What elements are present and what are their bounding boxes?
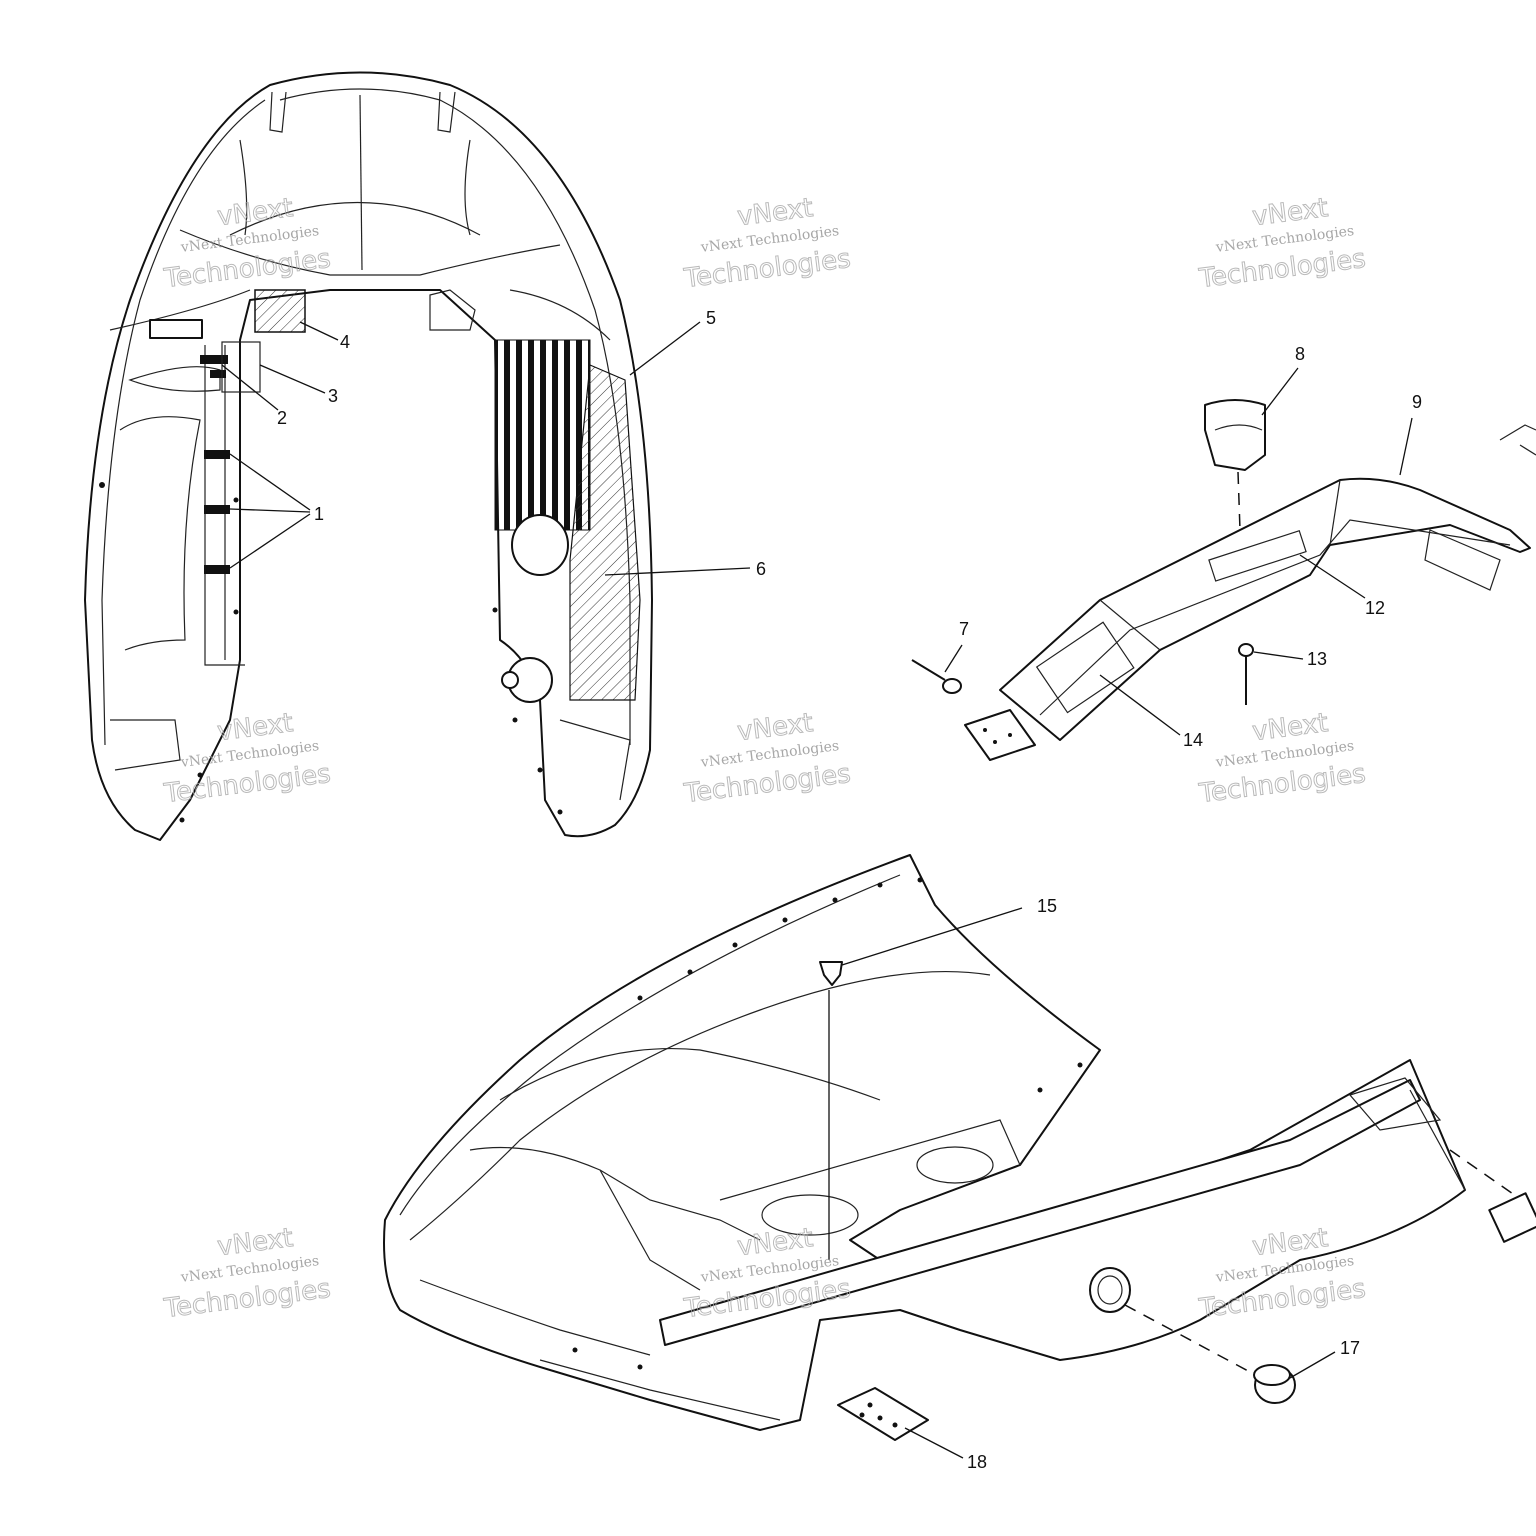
callout-18: 18 <box>967 1452 987 1472</box>
callout-9: 9 <box>1412 392 1422 412</box>
svg-text:vNext: vNext <box>736 708 815 747</box>
hood-side-view <box>383 854 1536 1441</box>
callout-14: 14 <box>1183 730 1203 750</box>
tunnel-leaders <box>944 367 1413 736</box>
svg-text:vNext: vNext <box>216 1223 295 1262</box>
callout-15: 15 <box>1037 896 1057 916</box>
svg-text:vNext: vNext <box>1251 708 1330 747</box>
watermark-7: vNext Technologies vNext Technologies <box>161 1223 332 1325</box>
callout-8: 8 <box>1295 344 1305 364</box>
svg-text:vNext: vNext <box>736 193 815 232</box>
callout-5: 5 <box>706 308 716 328</box>
callout-2: 2 <box>277 408 287 428</box>
callout-6: 6 <box>756 559 766 579</box>
hood-assembly <box>84 71 653 841</box>
callout-13: 13 <box>1307 649 1327 669</box>
svg-text:vNext: vNext <box>1251 193 1330 232</box>
callout-7: 7 <box>959 619 969 639</box>
side-view-leaders <box>841 907 1336 1459</box>
watermark-5: vNext Technologies vNext Technologies <box>681 708 852 810</box>
watermark-6: vNext Technologies vNext Technologies <box>1196 708 1367 810</box>
callout-labels: 1 2 3 4 5 6 7 8 9 12 13 14 15 17 18 <box>277 308 1422 1472</box>
callout-1: 1 <box>314 504 324 524</box>
callout-17: 17 <box>1340 1338 1360 1358</box>
callout-4: 4 <box>340 332 350 352</box>
hood-leaders <box>221 321 751 576</box>
tunnel-cover <box>911 399 1536 761</box>
watermark-3: vNext Technologies vNext Technologies <box>1196 193 1367 295</box>
callout-3: 3 <box>328 386 338 406</box>
callout-12: 12 <box>1365 598 1385 618</box>
watermark-2: vNext Technologies vNext Technologies <box>681 193 852 295</box>
